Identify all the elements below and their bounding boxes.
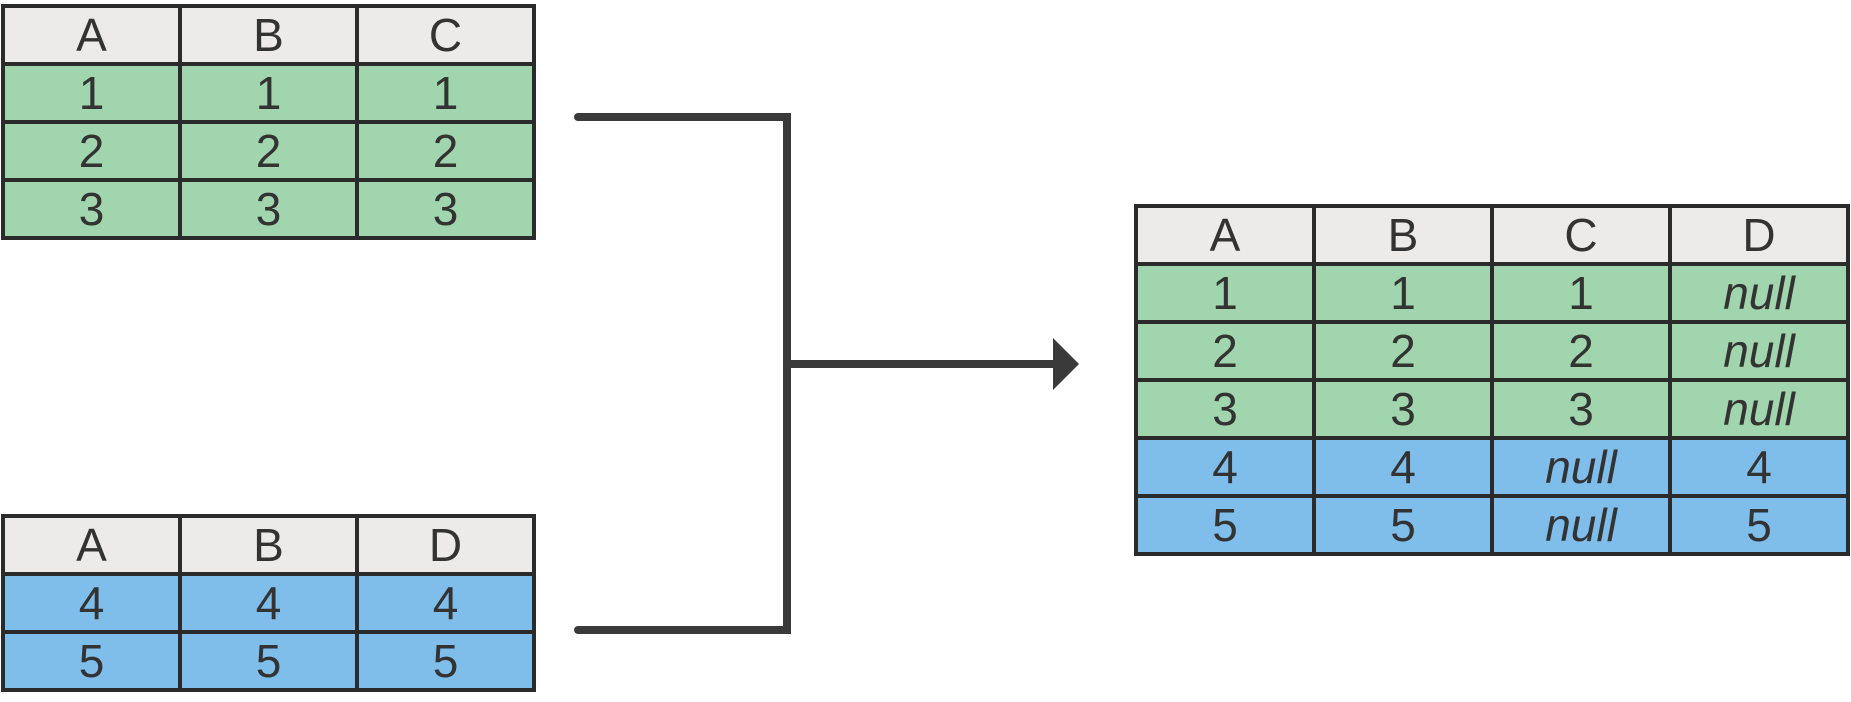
null-cell: null [1668, 320, 1850, 382]
header-cell-b: B [178, 4, 359, 66]
data-cell: 1 [178, 62, 359, 124]
data-cell: 4 [1668, 436, 1850, 498]
header-cell-c: C [355, 4, 536, 66]
header-cell-c: C [1490, 204, 1672, 266]
data-cell: 2 [1490, 320, 1672, 382]
header-cell-a: A [1, 514, 182, 576]
data-cell: 4 [1, 572, 182, 634]
arrow-head-icon [1053, 338, 1079, 390]
null-cell: null [1668, 262, 1850, 324]
data-cell: 3 [355, 178, 536, 240]
data-cell: 3 [178, 178, 359, 240]
data-cell: 1 [1312, 262, 1494, 324]
data-cell: 2 [178, 120, 359, 182]
header-cell-b: B [1312, 204, 1494, 266]
data-cell: 4 [178, 572, 359, 634]
data-cell: 5 [1668, 494, 1850, 556]
data-cell: 2 [1, 120, 182, 182]
null-cell: null [1668, 378, 1850, 440]
data-cell: 5 [1312, 494, 1494, 556]
data-cell: 1 [1, 62, 182, 124]
data-cell: 1 [1134, 262, 1316, 324]
data-cell: 5 [355, 630, 536, 692]
header-cell-b: B [178, 514, 359, 576]
data-cell: 3 [1312, 378, 1494, 440]
data-cell: 1 [1490, 262, 1672, 324]
merge-bracket-line [574, 113, 791, 634]
data-cell: 3 [1134, 378, 1316, 440]
header-cell-d: D [355, 514, 536, 576]
data-cell: 2 [355, 120, 536, 182]
data-cell: 5 [178, 630, 359, 692]
data-cell: 3 [1490, 378, 1672, 440]
null-cell: null [1490, 436, 1672, 498]
header-cell-a: A [1134, 204, 1316, 266]
data-cell: 3 [1, 178, 182, 240]
header-cell-d: D [1668, 204, 1850, 266]
data-cell: 1 [355, 62, 536, 124]
data-cell: 4 [1312, 436, 1494, 498]
header-cell-a: A [1, 4, 182, 66]
data-cell: 2 [1134, 320, 1316, 382]
null-cell: null [1490, 494, 1672, 556]
data-cell: 4 [355, 572, 536, 634]
data-cell: 5 [1, 630, 182, 692]
data-cell: 5 [1134, 494, 1316, 556]
data-cell: 4 [1134, 436, 1316, 498]
data-cell: 2 [1312, 320, 1494, 382]
